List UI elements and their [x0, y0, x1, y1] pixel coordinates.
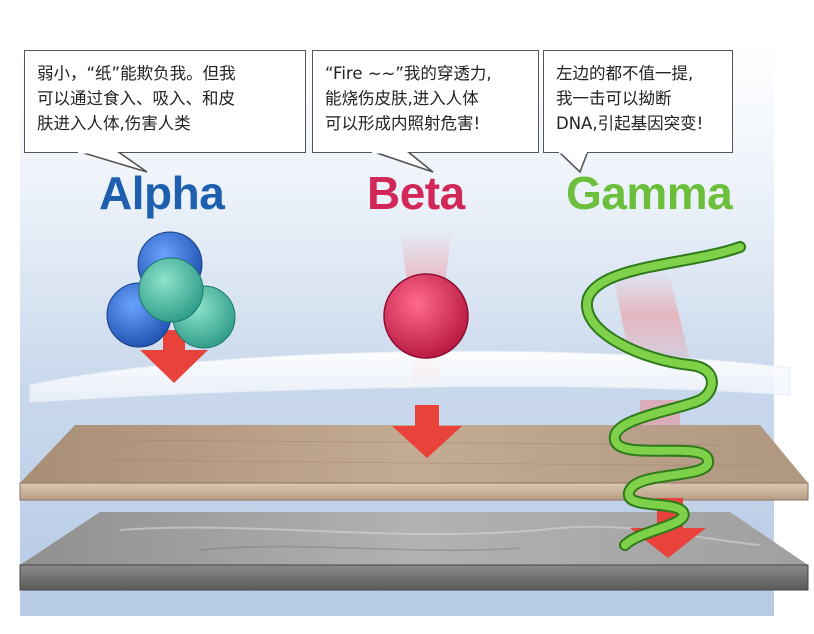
stone-slab [19, 512, 809, 591]
gamma-wave-fill [582, 243, 744, 549]
beta-bubble-line-3: 可以形成内照射危害! [325, 114, 481, 133]
gamma-bubble-line-1: 左边的都不值一提, [556, 64, 694, 83]
gamma-bubble-line-3: DNA,引起基因突变! [556, 114, 704, 133]
alpha-speech-bubble: 弱小，“纸”能欺负我。但我 可以通过食入、吸入、和皮 肤进入人体,伤害人类 [24, 50, 306, 173]
beta-bubble-line-2: 能烧伤皮肤,进入人体 [325, 89, 479, 108]
beta-arrow [392, 405, 462, 458]
alpha-bubble-line-1: 弱小，“纸”能欺负我。但我 [37, 64, 236, 83]
alpha-bubble-tail [77, 152, 148, 173]
gamma-bubble-line-2: 我一击可以拗断 [556, 89, 672, 108]
alpha-particle-cluster [106, 231, 236, 349]
paper-sheet [29, 350, 791, 403]
gamma-title: Gamma [566, 167, 733, 219]
beta-bubble-line-1: “Fire ~~”我的穿透力, [325, 64, 492, 83]
alpha-bubble-line-3: 肤进入人体,伤害人类 [37, 114, 191, 133]
gamma-bubble-tail [558, 152, 589, 174]
gamma-speech-bubble: 左边的都不值一提, 我一击可以拗断 DNA,引起基因突变! [543, 50, 733, 174]
beta-speech-bubble: “Fire ~~”我的穿透力, 能烧伤皮肤,进入人体 可以形成内照射危害! [312, 50, 539, 173]
beta-particle [383, 273, 469, 359]
alpha-bubble-line-2: 可以通过食入、吸入、和皮 [37, 89, 235, 108]
alpha-title: Alpha [99, 167, 225, 219]
beta-bubble-tail [371, 152, 434, 173]
beta-title: Beta [367, 167, 465, 219]
